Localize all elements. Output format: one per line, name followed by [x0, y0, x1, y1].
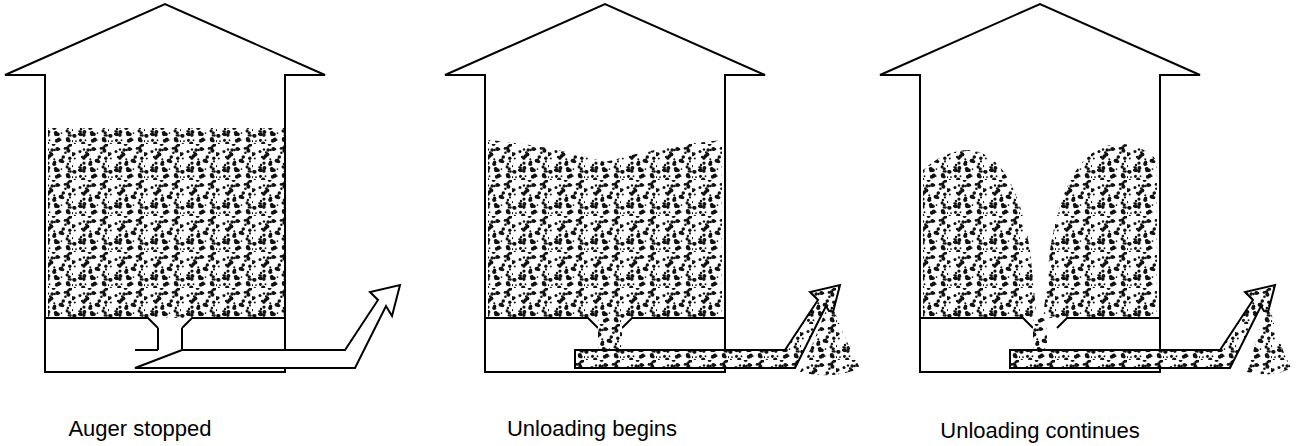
bin-stopped	[5, 4, 400, 372]
bin-caption: Auger stopped	[68, 416, 211, 442]
bin-caption: Unloading continues	[940, 418, 1139, 444]
bin-unloading-begins	[445, 4, 860, 375]
bin-caption: Unloading begins	[507, 416, 677, 442]
bin-unloading-continues	[880, 4, 1291, 374]
